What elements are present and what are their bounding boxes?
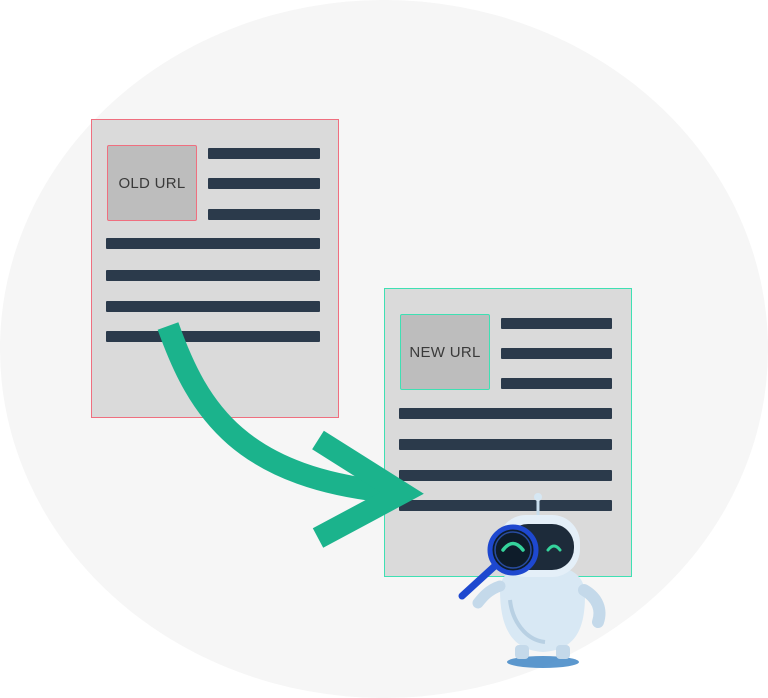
new-url-thumbnail: NEW URL [400,314,490,390]
text-line [399,500,612,511]
text-line [208,178,320,189]
old-url-label: OLD URL [118,174,186,192]
text-line [106,270,320,281]
text-line [208,209,320,220]
text-line [106,301,320,312]
text-line [399,439,612,450]
old-url-thumbnail: OLD URL [107,145,197,221]
text-line [208,148,320,159]
text-line [501,378,612,389]
new-url-label: NEW URL [409,343,481,361]
curved-arrow-icon [157,322,424,548]
text-line [399,470,612,481]
text-line [399,408,612,419]
robot-with-magnifier-icon [458,493,606,668]
text-line [106,331,320,342]
text-line [501,318,612,329]
old-document: OLD URL [91,119,339,418]
text-line [106,238,320,249]
text-line [501,348,612,359]
